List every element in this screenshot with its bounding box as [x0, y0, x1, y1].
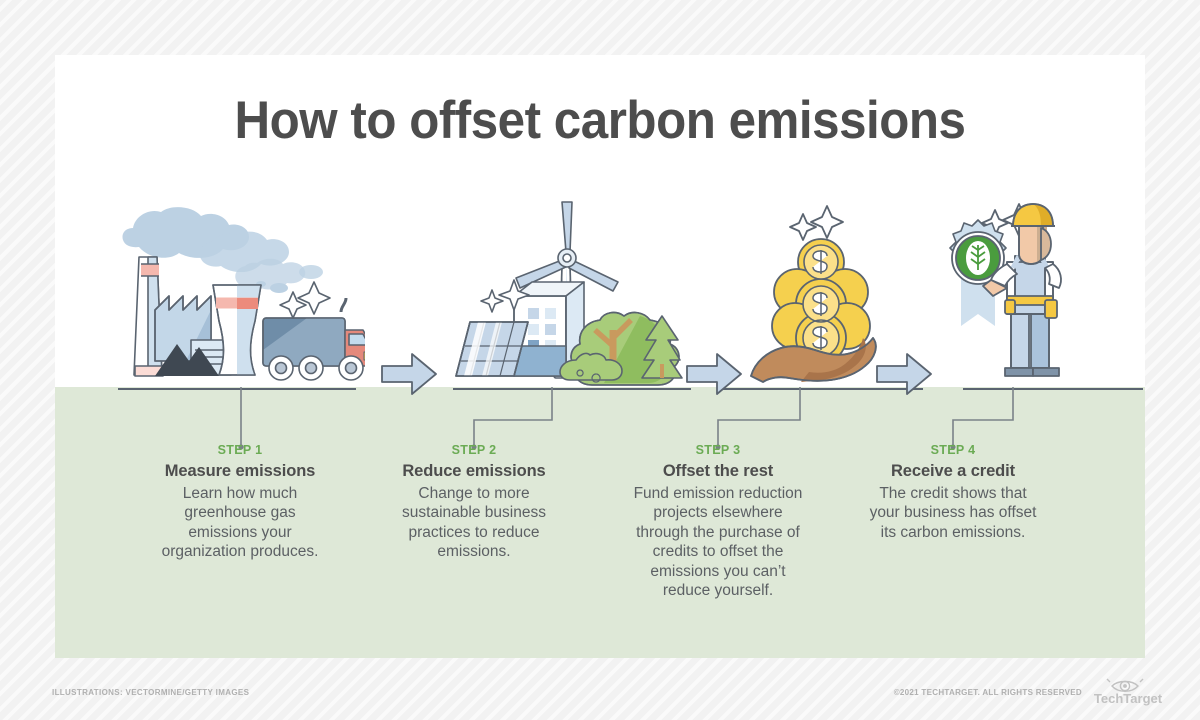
ground-line-step4	[963, 388, 1143, 390]
ground-line-step2	[453, 388, 691, 390]
step-column-4: STEP 4 Receive a credit The credit shows…	[865, 443, 1041, 542]
step-column-1: STEP 1 Measure emissions Learn how much …	[155, 443, 325, 562]
page-title: How to offset carbon emissions	[234, 91, 966, 150]
infographic-card: How to offset carbon emissions	[55, 55, 1145, 658]
step-kicker: STEP 4	[930, 443, 976, 457]
step-body: The credit shows that your business has …	[869, 485, 1037, 541]
illustration-factory-smokestack-truck	[122, 207, 365, 381]
step-column-3: STEP 3 Offset the rest Fund emission red…	[628, 443, 808, 600]
arrow-step3-to-step4	[876, 353, 932, 395]
illustration-wind-turbine-solar-trees	[455, 201, 683, 386]
step-body: Fund emission reduction projects elsewhe…	[633, 485, 803, 599]
step-kicker: STEP 3	[695, 443, 741, 457]
illustration-credit: ILLUSTRATIONS: VECTORMINE/GETTY IMAGES	[52, 688, 250, 697]
ground-line-step1	[118, 388, 356, 390]
step-column-2: STEP 2 Reduce emissions Change to more s…	[389, 443, 559, 562]
eye-icon	[1106, 678, 1144, 692]
illustration-hand-holding-coins	[750, 205, 877, 383]
arrow-step1-to-step2	[381, 353, 437, 395]
step-title: Receive a credit	[890, 462, 1016, 480]
step-title: Reduce emissions	[402, 462, 546, 480]
techtarget-logo: TechTarget	[1094, 678, 1163, 706]
step-title: Measure emissions	[164, 462, 316, 480]
step-kicker: STEP 2	[451, 443, 497, 457]
arrow-step2-to-step3	[686, 353, 742, 395]
illustration-strip	[55, 200, 1145, 395]
step-body: Learn how much greenhouse gas emissions …	[161, 485, 319, 561]
step-body: Change to more sustainable business prac…	[402, 485, 546, 561]
techtarget-wordmark: TechTarget	[1094, 691, 1163, 706]
copyright-notice: ©2021 TECHTARGET. ALL RIGHTS RESERVED	[893, 688, 1082, 697]
ground-line-step3	[723, 388, 923, 390]
step-title: Offset the rest	[662, 462, 774, 480]
step-kicker: STEP 1	[217, 443, 263, 457]
illustration-worker-with-eco-badge	[949, 203, 1062, 377]
